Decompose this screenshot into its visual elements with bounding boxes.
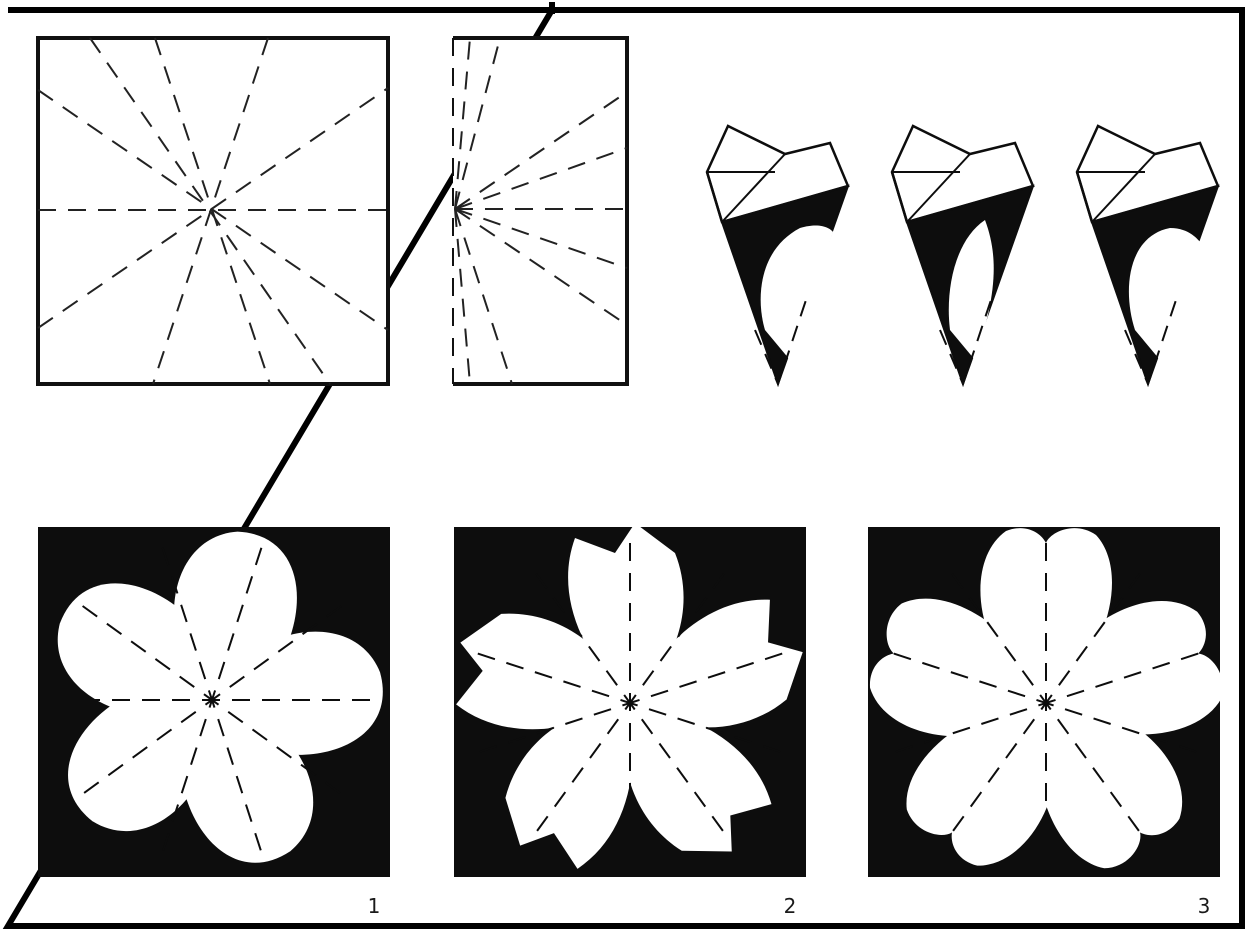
result-panel-1 [35,521,390,883]
fold-step-half-square [453,38,627,384]
panel-number-label: 2 [784,894,797,918]
flower-results: 1 2 3 [35,521,1233,918]
folded-cone [892,126,1033,384]
folded-cone [1077,126,1218,384]
panel-number-label: 3 [1198,894,1211,918]
result-panel-2 [440,523,818,885]
result-panel-3 [859,527,1232,883]
fold-step-square [38,38,388,384]
panel-number-label: 1 [368,894,381,918]
folded-cone [707,126,848,384]
folded-cones [707,126,1218,384]
